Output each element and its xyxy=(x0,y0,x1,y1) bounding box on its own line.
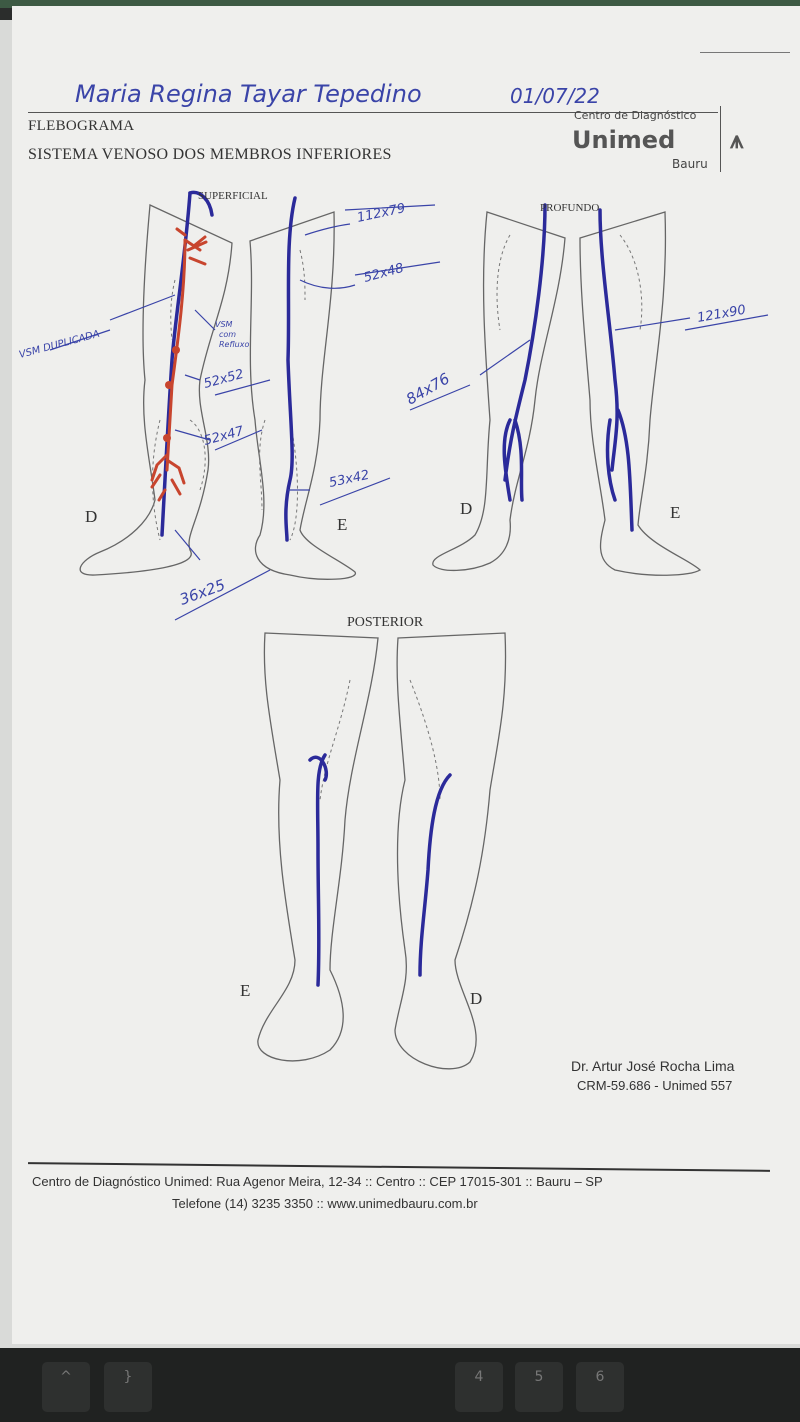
veins-red-reflux xyxy=(150,227,208,502)
annotation-lines xyxy=(49,204,769,621)
label-superficial-e: E xyxy=(337,515,347,534)
note-vsm-refluxo-1: VSM xyxy=(215,320,233,329)
label-profundo-d: D xyxy=(460,499,472,518)
vein-profundo-d xyxy=(502,203,547,502)
doctor-crm: CRM-59.686 - Unimed 557 xyxy=(577,1078,733,1093)
key: ^ xyxy=(42,1362,90,1412)
key: 4 xyxy=(455,1362,503,1412)
measure-52x48: 52x48 xyxy=(362,261,405,286)
logo-divider xyxy=(720,106,721,172)
leg-outline-posterior-d xyxy=(394,632,507,1070)
measure-52x47: 52x47 xyxy=(202,424,246,449)
leg-outline-profundo-e xyxy=(579,211,702,576)
leg-outline-profundo-d xyxy=(432,211,566,572)
vein-posterior-d xyxy=(418,773,452,977)
measure-112x79: 112x79 xyxy=(356,201,407,226)
doctor-name: Dr. Artur José Rocha Lima xyxy=(571,1058,735,1074)
label-profundo: PROFUNDO xyxy=(540,202,599,214)
background-strip xyxy=(0,0,800,8)
vein-posterior-e xyxy=(315,753,327,987)
label-profundo-e: E xyxy=(670,503,680,522)
document-subtitle: SISTEMA VENOSO DOS MEMBROS INFERIORES xyxy=(28,146,392,163)
keyboard-background: ^ } 4 5 6 xyxy=(0,1348,800,1422)
unimed-logo-icon: ⩚ xyxy=(730,126,744,154)
leg-outline-superficial-d xyxy=(79,204,233,576)
key: 5 xyxy=(515,1362,563,1412)
logo-unimed: Unimed xyxy=(572,126,676,154)
label-posterior: POSTERIOR xyxy=(347,615,424,630)
document-page xyxy=(12,6,800,1344)
leg-outline-superficial-e xyxy=(249,211,356,580)
note-vsm-duplicada: VSM DUPLICADA xyxy=(18,329,101,361)
veins-blue xyxy=(160,190,634,987)
measure-121x90: 121x90 xyxy=(696,303,747,326)
key: } xyxy=(104,1362,152,1412)
note-vsm-refluxo-2: com xyxy=(219,330,236,339)
label-posterior-d: D xyxy=(470,989,482,1008)
label-superficial: SUPERFICIAL xyxy=(198,190,268,202)
key: 6 xyxy=(576,1362,624,1412)
vein-reflux xyxy=(165,238,187,472)
date-handwritten: 01/07/22 xyxy=(510,84,600,108)
document-title: FLEBOGRAMA xyxy=(28,118,135,134)
leg-outline-posterior-e xyxy=(257,632,379,1062)
measure-36x25: 36x25 xyxy=(177,576,227,609)
logo-bauru: Bauru xyxy=(672,157,708,171)
footer-contact: Telefone (14) 3235 3350 :: www.unimedbau… xyxy=(172,1196,478,1211)
vein-superficial-e xyxy=(284,196,297,542)
name-line xyxy=(28,112,718,113)
label-posterior-e: E xyxy=(240,981,250,1000)
corner-line xyxy=(700,52,790,53)
logo-centro: Centro de Diagnóstico xyxy=(574,109,697,122)
leg-outlines xyxy=(79,204,702,1070)
patient-name-handwritten: Maria Regina Tayar Tepedino xyxy=(75,80,422,108)
footer-address: Centro de Diagnóstico Unimed: Rua Agenor… xyxy=(32,1174,603,1189)
vein-profundo-e xyxy=(598,208,634,532)
label-superficial-d: D xyxy=(85,507,97,526)
note-vsm-refluxo-3: Refluxo xyxy=(219,340,249,349)
reflux-points xyxy=(163,346,180,442)
